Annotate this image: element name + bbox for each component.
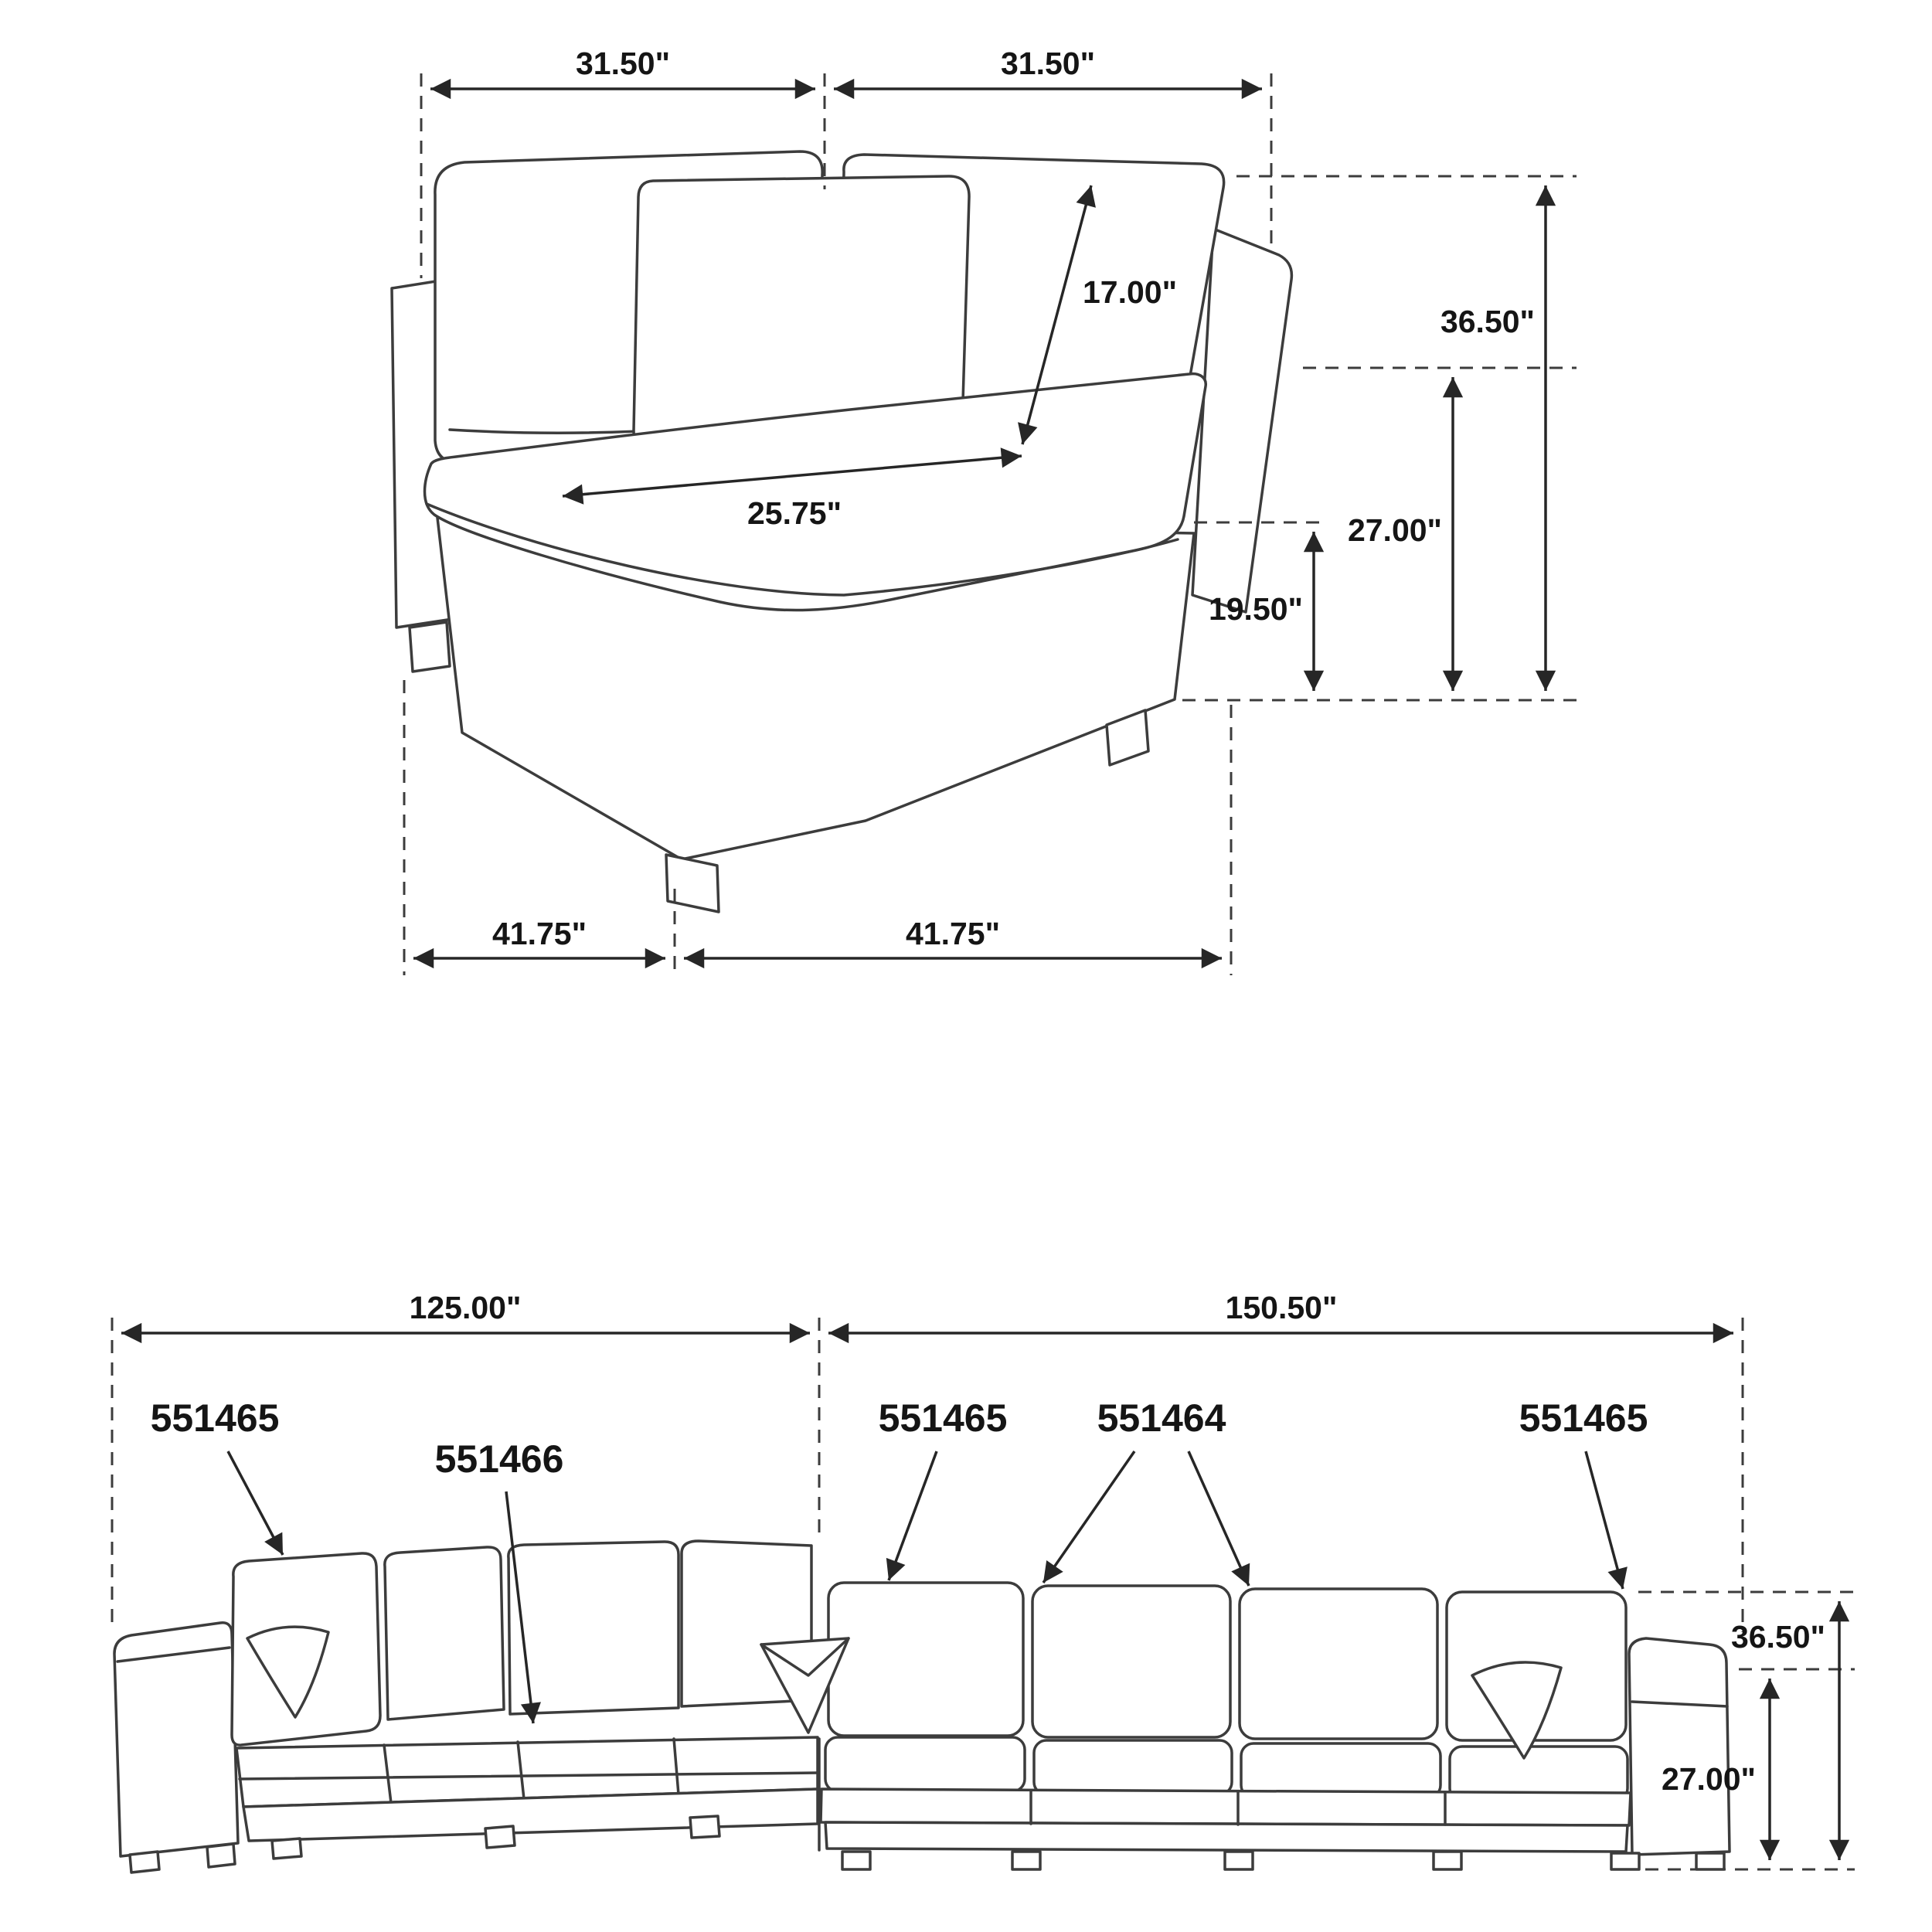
sectional-labels: 125.00" 150.50" 36.50" 27.00" 551465 551…: [151, 1290, 1825, 1797]
dim-label-back-width-left: 31.50": [576, 46, 670, 81]
sectional-left-arm: [113, 1621, 240, 1858]
sectional-left-pillow: [246, 1625, 330, 1719]
sectional-right-arm-top-line: [1631, 1700, 1729, 1708]
dim-label-arm-height: 27.00": [1348, 512, 1442, 548]
sectional-back-cushion-7: [1238, 1587, 1439, 1740]
corner-right-foot: [1105, 709, 1150, 767]
dim-label-seat-depth: 25.75": [747, 495, 842, 531]
dim-label-back-width-right: 31.50": [1001, 46, 1095, 81]
sectional-right-base: [824, 1821, 1629, 1853]
sectional-back-cushion-6: [1031, 1584, 1232, 1739]
sku-label-armless-chair: 551464: [1097, 1396, 1226, 1440]
dim-label-overall-width-right: 150.50": [1226, 1290, 1338, 1325]
sectional-back-cushion-2: [383, 1546, 505, 1721]
sectional-corner-pillow-fold: [760, 1637, 850, 1677]
corner-seat-piping: [425, 502, 1179, 597]
sku-label-ottoman: 551466: [435, 1437, 564, 1481]
sectional-right-feet: [841, 1850, 1726, 1871]
dim-label-base-width-right: 41.75": [906, 916, 1000, 951]
corner-right-arm: [1191, 227, 1294, 614]
sectional-back-cushion-5: [827, 1581, 1025, 1737]
sectional-left-seat-divisions: [383, 1737, 680, 1804]
sku-label-left-corner: 551465: [151, 1396, 280, 1440]
sectional-right-arm: [1628, 1637, 1731, 1856]
dim-label-sectional-arm-height: 27.00": [1662, 1761, 1756, 1797]
corner-module-art: [390, 150, 1294, 913]
dim-label-seat-height: 19.50": [1209, 591, 1303, 627]
dim-label-sectional-height: 36.50": [1731, 1619, 1825, 1655]
sku-label-mid-corner: 551465: [879, 1396, 1008, 1440]
sectional-seat-cushion-7: [1240, 1742, 1442, 1799]
corner-module-extension-lines: [403, 73, 1577, 975]
sectional-dimension-lines: [121, 1322, 1850, 1860]
corner-left-arm-foot: [408, 621, 451, 673]
sectional-left-arm-top-line: [116, 1646, 231, 1663]
dim-label-base-width-left: 41.75": [492, 916, 587, 951]
sectional-sku-arrows: [226, 1451, 1628, 1724]
sectional-seat-cushion-5: [824, 1736, 1026, 1793]
dim-label-overall-width-left: 125.00": [410, 1290, 522, 1325]
corner-base: [436, 516, 1196, 861]
corner-front-foot: [665, 853, 720, 913]
sectional-seat-cushion-6: [1032, 1739, 1233, 1796]
sectional-left-base: [242, 1787, 819, 1842]
dim-label-back-cushion-length: 17.00": [1083, 274, 1177, 310]
corner-module-dimension-lines: [413, 78, 1556, 969]
sectional-left-seat-piping: [238, 1771, 819, 1781]
sectional-art: [113, 1539, 1731, 1874]
corner-module-dimension-labels: 31.50" 31.50" 17.00" 36.50" 27.00" 25.75…: [492, 46, 1535, 951]
sectional-back-cushion-3: [507, 1540, 680, 1716]
sectional-right-divisions: [818, 1737, 1447, 1852]
sectional-right-front-band: [819, 1787, 1632, 1827]
sectional-left-feet: [128, 1815, 721, 1874]
sku-label-right-corner: 551465: [1519, 1396, 1648, 1440]
sectional-corner-pillow: [760, 1637, 850, 1734]
sectional-right-pillow: [1471, 1661, 1563, 1760]
dim-label-overall-height: 36.50": [1440, 304, 1535, 339]
